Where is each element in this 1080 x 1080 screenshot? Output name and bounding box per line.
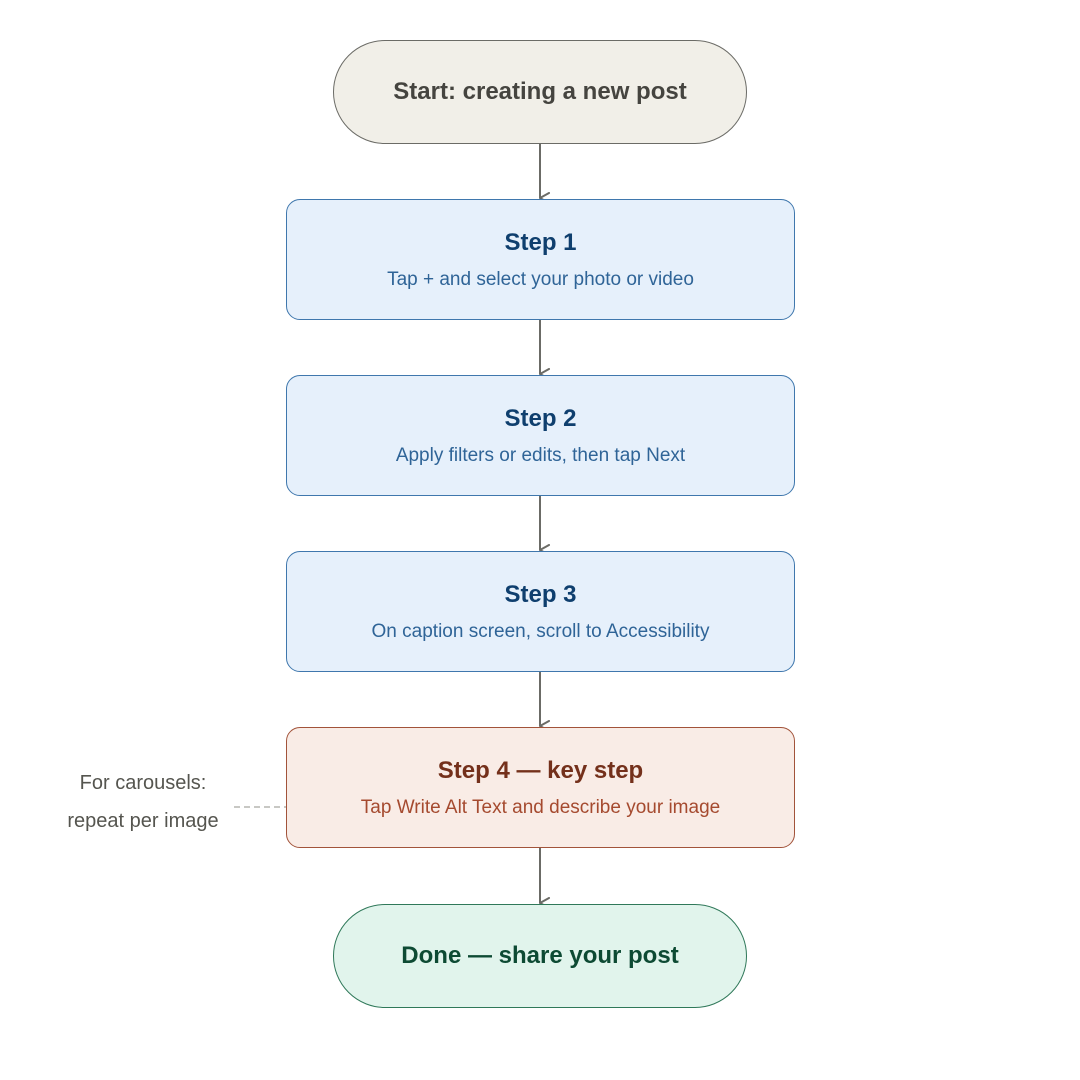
step-1-description: Tap + and select your photo or video [387,268,694,290]
done-label: Done — share your post [401,942,679,969]
step-1-title: Step 1 [504,228,577,256]
start-label: Start: creating a new post [393,78,687,105]
step-2-title: Step 2 [504,404,577,432]
done-node: Done — share your post [333,904,747,1008]
step-3-description: On caption screen, scroll to Accessibili… [371,620,710,642]
step-4-title: Step 4 — key step [437,756,644,784]
carousel-note: For carousels: repeat per image [50,764,236,840]
step-3-title: Step 3 [504,580,577,608]
step-4-key-node: Step 4 — key step Tap Write Alt Text and… [286,727,795,848]
carousel-note-line-2: repeat per image [67,810,219,832]
step-1-node: Step 1 Tap + and select your photo or vi… [286,199,795,320]
step-3-node: Step 3 On caption screen, scroll to Acce… [286,551,795,672]
step-4-description: Tap Write Alt Text and describe your ima… [360,796,721,818]
carousel-note-line-1: For carousels: [79,772,207,794]
start-node: Start: creating a new post [333,40,747,144]
step-2-node: Step 2 Apply filters or edits, then tap … [286,375,795,496]
step-2-description: Apply filters or edits, then tap Next [395,444,686,466]
